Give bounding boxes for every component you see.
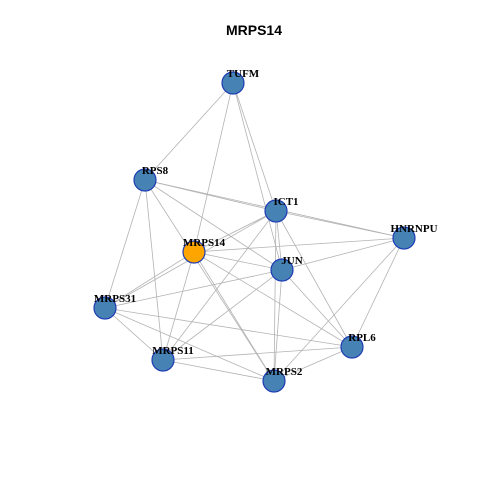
edge-rpl6-mrps2 — [273, 346, 353, 382]
edge-jun-mrps11 — [162, 269, 283, 361]
node-mrps31 — [93, 296, 117, 320]
node-mrps14 — [182, 240, 206, 264]
edge-hnrnpu-jun — [281, 237, 405, 271]
edge-mrps14-jun — [193, 251, 283, 271]
edge-jun-mrps31 — [104, 269, 283, 309]
node-label-rps8: RPS8 — [142, 165, 169, 177]
edge-rps8-mrps11 — [144, 179, 164, 361]
node-label-mrps31: MRPS31 — [94, 293, 136, 305]
edge-mrps14-mrps2 — [193, 251, 275, 382]
edge-mrps14-rpl6 — [193, 251, 353, 348]
edge-ict1-mrps14 — [193, 210, 277, 253]
edge-rps8-mrps2 — [144, 179, 275, 382]
edge-hnrnpu-rpl6 — [351, 237, 405, 348]
node-label-tufm: TUFM — [227, 68, 260, 80]
edge-jun-mrps2 — [273, 269, 283, 382]
edge-tufm-rps8 — [144, 82, 234, 181]
node-label-mrps14: MRPS14 — [183, 237, 226, 249]
edge-mrps14-mrps11 — [162, 251, 195, 361]
edge-ict1-mrps11 — [162, 210, 277, 361]
node-label-mrps2: MRPS2 — [266, 366, 303, 378]
edge-rps8-jun — [144, 179, 283, 271]
node-mrps2 — [262, 369, 286, 393]
node-jun — [270, 258, 294, 282]
edge-mrps31-mrps11 — [104, 307, 164, 361]
node-label-jun: JUN — [281, 255, 302, 267]
edge-hnrnpu-mrps14 — [193, 237, 405, 253]
edge-ict1-rpl6 — [275, 210, 353, 348]
node-label-mrps11: MRPS11 — [152, 345, 194, 357]
edge-tufm-ict1 — [232, 82, 277, 212]
node-tufm — [221, 71, 245, 95]
edge-ict1-hnrnpu — [275, 210, 405, 239]
edge-mrps14-mrps31 — [104, 251, 195, 309]
nodes-layer — [93, 71, 416, 393]
node-label-ict1: ICT1 — [273, 196, 298, 208]
node-label-rpl6: RPL6 — [348, 332, 376, 344]
edge-tufm-mrps14 — [193, 82, 234, 253]
edge-rps8-mrps31 — [104, 179, 146, 309]
node-label-hnrnpu: HNRNPU — [390, 223, 437, 235]
edge-hnrnpu-mrps2 — [273, 237, 405, 382]
edge-jun-rpl6 — [281, 269, 353, 348]
node-rps8 — [133, 168, 157, 192]
node-mrps11 — [151, 348, 175, 372]
edge-mrps31-mrps2 — [104, 307, 275, 382]
node-ict1 — [264, 199, 288, 223]
node-rpl6 — [340, 335, 364, 359]
edges-layer — [104, 82, 405, 382]
edge-mrps11-mrps2 — [162, 359, 275, 382]
edge-tufm-jun — [232, 82, 283, 271]
edge-mrps11-rpl6 — [162, 346, 353, 361]
node-hnrnpu — [392, 226, 416, 250]
edge-mrps31-rpl6 — [104, 307, 353, 348]
plot-title: MRPS14 — [226, 22, 282, 38]
